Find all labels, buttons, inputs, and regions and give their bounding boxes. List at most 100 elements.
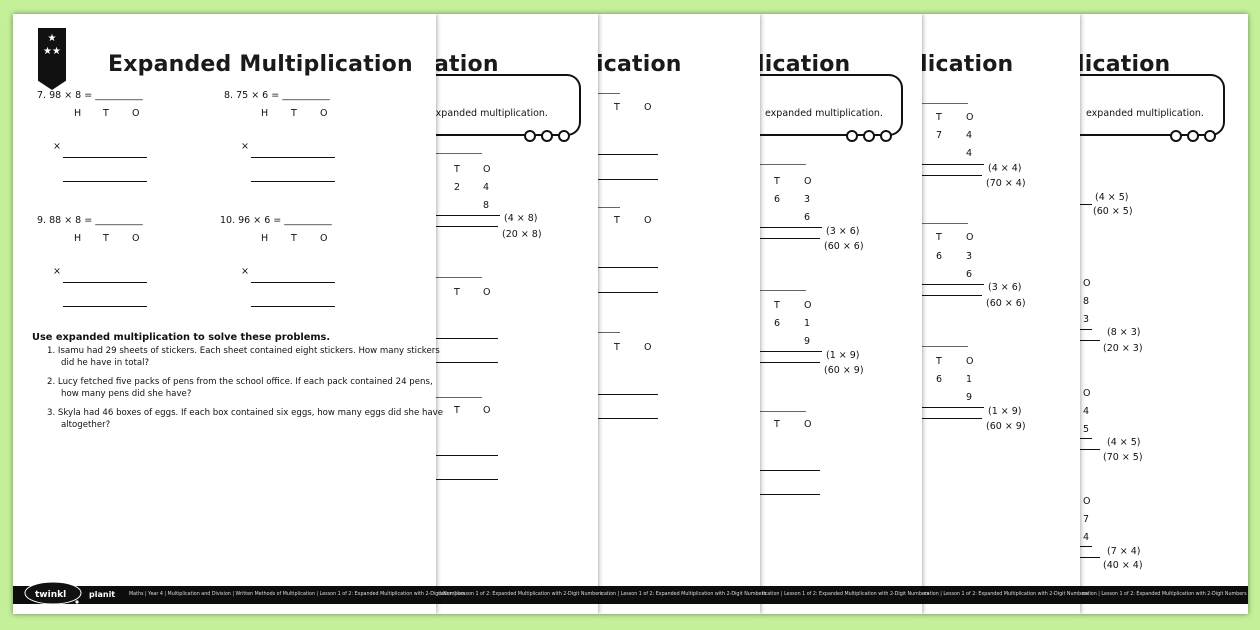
instruction-text: expanded multiplication. bbox=[1086, 108, 1204, 119]
step-label: (1 × 9) bbox=[988, 406, 1022, 417]
column-header: T bbox=[103, 233, 109, 244]
circle-icon bbox=[558, 130, 570, 142]
digit: 4 bbox=[966, 130, 973, 141]
column-header: O bbox=[804, 176, 812, 187]
question-prompt: 9. 88 × 8 = __________ bbox=[37, 215, 143, 226]
step-label: (60 × 9) bbox=[986, 421, 1026, 432]
answer-line bbox=[63, 181, 147, 182]
page-title: lication bbox=[920, 52, 1014, 77]
column-header: O bbox=[804, 419, 812, 430]
worksheet-page-2: ation expanded multiplication. T O 2 4 8… bbox=[430, 14, 603, 614]
answer-line bbox=[436, 397, 482, 398]
answer-line bbox=[760, 470, 820, 471]
page-title: Expanded Multiplication bbox=[108, 52, 413, 77]
planit-label: planit bbox=[89, 590, 116, 599]
digit: 3 bbox=[1083, 314, 1090, 325]
column-header: T bbox=[936, 112, 942, 123]
digit: 4 bbox=[483, 182, 490, 193]
page-title: ation bbox=[434, 52, 499, 77]
digit: 9 bbox=[804, 336, 811, 347]
column-header: H bbox=[261, 233, 269, 244]
column-header: O bbox=[320, 108, 328, 119]
column-header: T bbox=[614, 102, 620, 113]
digit: 4 bbox=[1083, 532, 1090, 543]
column-header: O bbox=[966, 356, 974, 367]
answer-line bbox=[63, 157, 147, 158]
question-prompt: 8. 75 × 6 = __________ bbox=[224, 90, 330, 101]
circle-icon bbox=[541, 130, 553, 142]
column-header: O bbox=[1083, 278, 1091, 289]
digit: 7 bbox=[936, 130, 943, 141]
column-header: O bbox=[966, 232, 974, 243]
circle-icon bbox=[524, 130, 536, 142]
answer-line bbox=[760, 290, 806, 291]
footer-text: ication | Lesson 1 of 2: Expanded Multip… bbox=[600, 592, 766, 597]
column-header: H bbox=[74, 108, 82, 119]
answer-line bbox=[251, 157, 335, 158]
problems-heading: Use expanded multiplication to solve the… bbox=[32, 332, 331, 343]
answer-line bbox=[1080, 546, 1092, 547]
column-header: O bbox=[804, 300, 812, 311]
column-header: O bbox=[1083, 496, 1091, 507]
digit: 8 bbox=[483, 200, 490, 211]
digit: 4 bbox=[1083, 406, 1090, 417]
worksheet-page-3: ication T O T O T O ication | Lesson 1 o… bbox=[596, 14, 766, 614]
answer-line bbox=[922, 103, 968, 104]
answer-line bbox=[1080, 329, 1092, 330]
problem-3-line-1: 3. Skyla had 46 boxes of eggs. If each b… bbox=[47, 408, 444, 418]
column-header: O bbox=[483, 405, 491, 416]
step-label: (4 × 5) bbox=[1107, 437, 1141, 448]
answer-line bbox=[436, 215, 500, 216]
answer-line bbox=[760, 351, 822, 352]
step-label: (60 × 6) bbox=[824, 241, 864, 252]
answer-line bbox=[598, 394, 658, 395]
step-label: (40 × 4) bbox=[1103, 560, 1143, 571]
answer-line bbox=[436, 277, 482, 278]
column-header: T bbox=[454, 287, 460, 298]
column-header: T bbox=[291, 108, 297, 119]
answer-line bbox=[436, 455, 498, 456]
problem-2-line-1: 2. Lucy fetched five packs of pens from … bbox=[47, 377, 433, 387]
column-header: O bbox=[1083, 388, 1091, 399]
answer-line bbox=[598, 207, 620, 208]
circle-icon bbox=[863, 130, 875, 142]
answer-line bbox=[598, 267, 658, 268]
column-header: O bbox=[483, 164, 491, 175]
digit: 6 bbox=[804, 212, 811, 223]
step-label: (60 × 5) bbox=[1093, 206, 1133, 217]
step-label: (7 × 4) bbox=[1107, 546, 1141, 557]
circle-icon bbox=[846, 130, 858, 142]
answer-line bbox=[760, 227, 822, 228]
multiply-sign: × bbox=[241, 266, 249, 277]
circle-icon bbox=[1187, 130, 1199, 142]
digit: 3 bbox=[804, 194, 811, 205]
column-header: T bbox=[614, 342, 620, 353]
problem-1-line-1: 1. Isamu had 29 sheets of stickers. Each… bbox=[47, 346, 440, 356]
twinkl-logo-icon bbox=[23, 578, 85, 606]
answer-line bbox=[922, 407, 984, 408]
instruction-box: expanded multiplication. bbox=[430, 74, 581, 142]
page-footer: cation | Lesson 1 of 2: Expanded Multipl… bbox=[436, 586, 603, 604]
worksheet-page-5: lication T O 7 4 4 (4 × 4) (70 × 4) T O … bbox=[920, 14, 1089, 614]
circle-icon bbox=[880, 130, 892, 142]
column-header: O bbox=[483, 287, 491, 298]
column-header: O bbox=[132, 108, 140, 119]
column-header: T bbox=[936, 232, 942, 243]
step-label: (20 × 8) bbox=[502, 229, 542, 240]
answer-line bbox=[1080, 438, 1092, 439]
brand-name: twinkl bbox=[35, 590, 67, 600]
answer-line bbox=[251, 181, 335, 182]
page-title: lication bbox=[757, 52, 851, 77]
digit: 6 bbox=[936, 251, 943, 262]
step-label: (4 × 5) bbox=[1095, 192, 1129, 203]
answer-line bbox=[598, 93, 620, 94]
answer-line bbox=[598, 292, 658, 293]
problem-2-line-2: how many pens did she have? bbox=[61, 389, 192, 399]
circle-icon bbox=[1204, 130, 1216, 142]
problem-3-line-2: altogether? bbox=[61, 420, 111, 430]
footer-text: cation | Lesson 1 of 2: Expanded Multipl… bbox=[438, 592, 603, 597]
answer-line bbox=[436, 338, 498, 339]
digit: 1 bbox=[966, 374, 973, 385]
page-footer: twinkl planit Maths | Year 4 | Multiplic… bbox=[13, 581, 465, 605]
